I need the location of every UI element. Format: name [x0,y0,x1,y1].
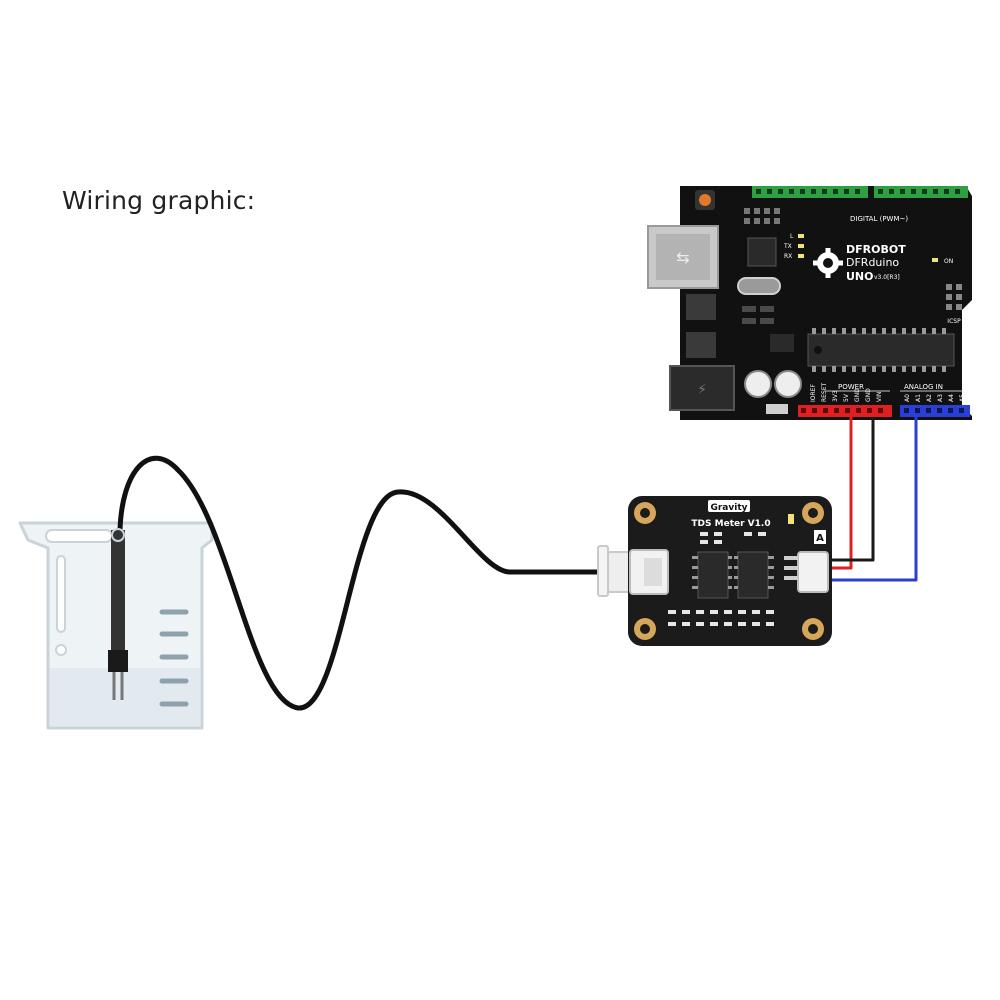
version-sub-label: v3.0[R3] [874,274,900,281]
wire-a0-blue [826,417,918,582]
rx-led-label: RX [784,253,792,260]
pin-label: A2 [926,394,933,402]
tds-module-title: TDS Meter V1.0 [691,519,770,529]
dfrobot-gear-icon [813,248,843,278]
pin-label: A5 [959,394,966,402]
module-chip-2 [737,551,769,599]
pin-label: GND [865,388,872,402]
analog-header [900,405,970,417]
wire-gnd-black [826,417,875,562]
tds-probe-cable [108,455,601,711]
l-led-label: L [790,233,794,240]
usb-chip [747,237,777,267]
arduino-uno-board: DIGITAL (PWM~) ⇆ L TX RX [647,186,972,420]
module-chip-1 [697,551,729,599]
pin-label: 3V3 [832,390,839,402]
gravity-badge: Gravity [710,503,747,513]
wires [826,417,918,582]
icsp-label: ICSP [947,318,961,325]
usb-connector: ⇆ [647,225,719,289]
pin-label: GND [854,388,861,402]
digital-header-label: DIGITAL (PWM~) [850,215,908,223]
pin-label: 5V [843,393,850,402]
svg-text:⚡: ⚡ [697,382,707,398]
tx-led-label: TX [783,243,792,250]
analog-label: ANALOG IN [904,383,943,391]
tds-meter-module: Gravity TDS Meter V1.0 A [628,496,832,646]
digital-header [752,186,968,198]
pin-label: A0 [904,394,911,402]
probe-socket [629,549,669,595]
model-label: DFRduino [846,256,899,269]
crystal [737,277,781,295]
signal-socket [784,551,829,593]
version-main-label: UNO [846,270,874,283]
icsp-header [946,284,962,310]
caption-title: Wiring graphic: [62,186,256,215]
port-label: A [816,533,824,544]
probe-connector-plug [597,545,631,597]
power-header [798,405,892,417]
brand-label: DFROBOT [846,243,906,256]
svg-text:⇆: ⇆ [676,248,689,267]
pin-label: VIN [876,392,883,402]
atmega-chip [807,328,955,372]
power-label: POWER [838,383,864,391]
pin-label: IOREF [810,384,817,402]
power-pin-labels: IOREF RESET 3V3 5V GND GND VIN [810,382,883,402]
beaker-graduation-marks [159,609,189,707]
analog-pin-labels: A0 A1 A2 A3 A4 A5 [904,394,966,402]
mounting-holes [634,502,824,640]
on-led-label: ON [944,258,953,265]
pin-label: A3 [937,394,944,402]
pin-label: A4 [948,394,955,402]
wire-5v-red [826,417,853,570]
pin-label: RESET [821,382,828,402]
dc-power-jack: ⚡ [669,365,735,411]
pin-label: A1 [915,394,922,402]
